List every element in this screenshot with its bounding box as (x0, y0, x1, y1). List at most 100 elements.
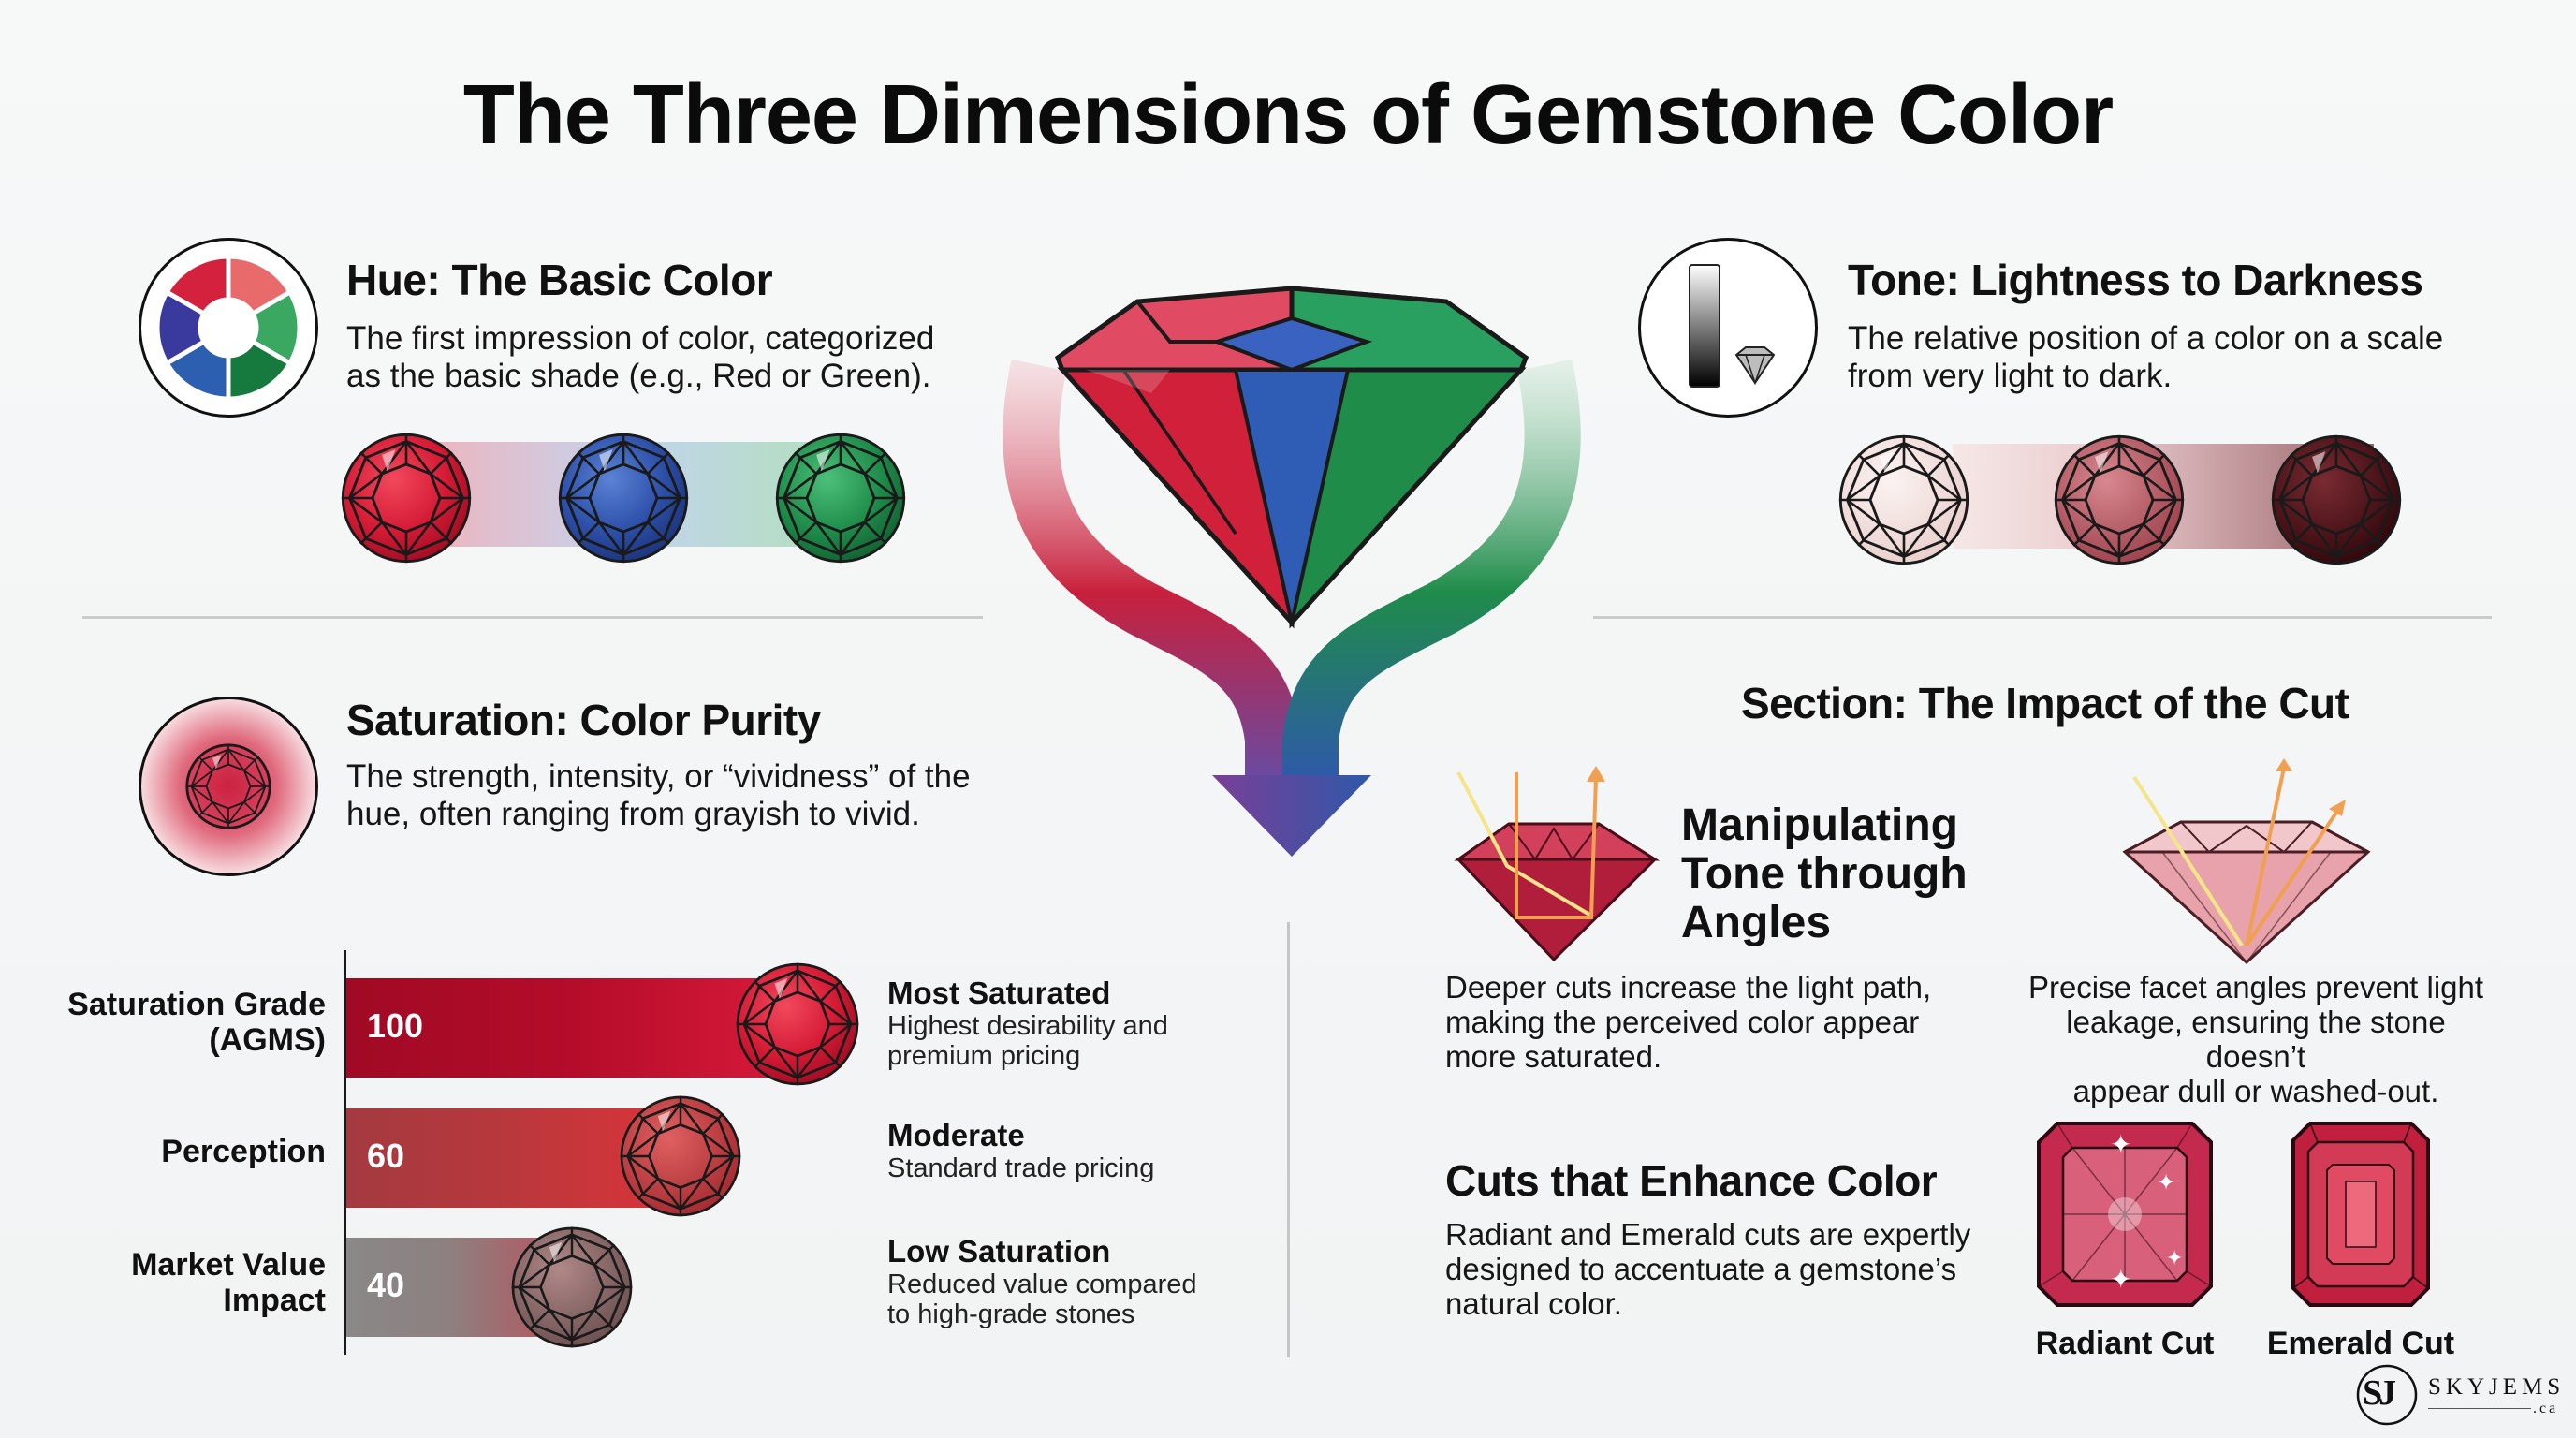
skyjems-logo: SJ SKYJEMS .ca (2349, 1359, 2567, 1432)
tone-icon-frame (1638, 238, 1818, 418)
green-arrow-path (1282, 359, 1581, 777)
emerald-cut-label: Emerald Cut (2266, 1326, 2455, 1361)
medium-tone-gem-icon (2053, 433, 2186, 566)
hue-description-line: The first impression of color, categoriz… (346, 320, 935, 357)
reflected-ray-angled (2245, 808, 2340, 947)
precise-cut-description-line: Precise facet angles prevent light (2027, 970, 2484, 1005)
grade-desc-line: Standard trade pricing (887, 1153, 1155, 1183)
emerald-cut-gem-icon (2291, 1122, 2430, 1307)
hue-icon-frame (139, 238, 318, 418)
bar-label-line: (AGMS) (209, 1022, 326, 1058)
red-arrow-path (1003, 359, 1301, 777)
grade-annotation-low: Low Saturation Reduced value compared to… (887, 1234, 1196, 1329)
angles-heading-line: Angles (1681, 898, 1832, 947)
moderate-saturation-gem-icon (619, 1094, 742, 1218)
bar-value: 60 (367, 1137, 405, 1175)
precise-cut-description-line: appear dull or washed-out. (2072, 1074, 2439, 1108)
low-saturation-gem-icon (510, 1225, 634, 1349)
page-title: The Three Dimensions of Gemstone Color (462, 68, 2114, 162)
cut-section-heading: Section: The Impact of the Cut (1741, 679, 2349, 727)
bar-value: 40 (367, 1266, 405, 1304)
svg-text:✦: ✦ (2157, 1169, 2175, 1196)
tone-heading: Tone: Lightness to Darkness (1848, 256, 2423, 304)
hue-description-line: as the basic shade (e.g., Red or Green). (346, 358, 931, 394)
bar-label-saturation-grade: Saturation Grade (AGMS) (37, 987, 326, 1058)
tone-description-line: from very light to dark. (1848, 358, 2173, 394)
enhance-description-line: designed to accentuate a gemstone’s (1445, 1252, 1957, 1286)
svg-text:✦: ✦ (2110, 1264, 2131, 1295)
left-divider (82, 616, 983, 619)
bar-label-line: Perception (161, 1134, 326, 1169)
angles-heading-line: Tone through (1681, 849, 1968, 899)
center-divider (1287, 922, 1290, 1357)
grade-annotation-moderate: Moderate Standard trade pricing (887, 1118, 1154, 1183)
deep-cut-description-line: more saturated. (1445, 1039, 1662, 1074)
bar-perception (346, 1108, 665, 1208)
svg-text:✦: ✦ (2166, 1247, 2183, 1270)
tone-description: The relative position of a color on a sc… (1848, 320, 2443, 395)
deep-cut-description-line: Deeper cuts increase the light path, (1445, 970, 1932, 1005)
grade-title: Moderate (887, 1118, 1025, 1152)
saturation-description: The strength, intensity, or “vividness” … (346, 758, 971, 833)
bar-saturation-grade (346, 978, 796, 1078)
enhance-description-line: natural color. (1445, 1286, 1622, 1321)
blue-gem-icon (557, 432, 690, 565)
enhance-description: Radiant and Emerald cuts are expertly de… (1445, 1217, 1970, 1321)
hue-heading: Hue: The Basic Color (346, 256, 773, 304)
right-divider (1593, 616, 2492, 619)
saturation-icon-frame (139, 697, 318, 876)
diamond-icon (1734, 346, 1776, 386)
logo-name: SKYJEMS (2428, 1374, 2566, 1400)
grade-annotation-most: Most Saturated Highest desirability and … (887, 976, 1168, 1071)
grade-title: Most Saturated (887, 976, 1111, 1010)
tone-scale-icon (1689, 264, 1776, 388)
deep-cut-description: Deeper cuts increase the light path, mak… (1445, 970, 1931, 1074)
precise-cut-description: Precise facet angles prevent light leaka… (2012, 970, 2499, 1108)
bar-label-market-value: Market Value Impact (37, 1247, 326, 1318)
logo-suffix: .ca (2533, 1401, 2559, 1416)
saturation-heading: Saturation: Color Purity (346, 696, 821, 744)
bar-label-line: Impact (223, 1283, 326, 1318)
logo-monogram: SJ (2363, 1373, 2396, 1413)
tone-description-line: The relative position of a color on a sc… (1848, 320, 2444, 357)
logo-underline (2428, 1408, 2531, 1409)
grade-title: Low Saturation (887, 1234, 1111, 1269)
logo-monogram-icon (2356, 1364, 2418, 1426)
hue-description: The first impression of color, categoriz… (346, 320, 934, 395)
bar-label-line: Market Value (131, 1247, 326, 1283)
angles-heading: Manipulating Tone through Angles (1681, 801, 1968, 947)
high-saturation-gem-icon (735, 961, 860, 1087)
center-gemstone-graphic (1003, 286, 1581, 857)
enhance-description-line: Radiant and Emerald cuts are expertly (1445, 1217, 1971, 1252)
saturation-description-line: The strength, intensity, or “vividness” … (346, 758, 971, 795)
bar-value: 100 (367, 1006, 424, 1045)
precise-cut-description-line: leakage, ensuring the stone doesn’t (2066, 1005, 2446, 1074)
light-tone-gem-icon (1837, 433, 1970, 566)
enhance-heading: Cuts that Enhance Color (1445, 1156, 1938, 1205)
grade-desc-line: Reduced value compared (887, 1269, 1197, 1299)
bar-chart-axis (344, 950, 346, 1355)
down-arrow-head (1212, 775, 1371, 857)
reflected-ray (1515, 772, 1598, 919)
angles-heading-line: Manipulating (1681, 800, 1958, 850)
reflected-ray-up (2245, 767, 2286, 946)
dark-tone-gem-icon (2270, 433, 2403, 566)
radiant-cut-gem-icon: ✦ ✦ ✦ ✦ (2037, 1122, 2213, 1307)
svg-text:✦: ✦ (2110, 1129, 2131, 1160)
bar-label-perception: Perception (37, 1134, 326, 1169)
saturation-gem-icon (184, 742, 272, 830)
color-wheel-icon (154, 254, 302, 402)
deep-cut-diagram (1454, 766, 1661, 962)
precise-cut-diagram (2122, 758, 2371, 965)
grade-desc-line: to high-grade stones (887, 1299, 1135, 1329)
saturation-description-line: hue, often ranging from grayish to vivid… (346, 796, 920, 832)
red-gem-icon (340, 432, 473, 565)
deep-cut-description-line: making the perceived color appear (1445, 1005, 1920, 1039)
grade-desc-line: Highest desirability and (887, 1011, 1168, 1041)
light-ray (1456, 771, 1593, 917)
light-ray (2132, 775, 2244, 947)
green-gem-icon (774, 432, 907, 565)
radiant-cut-label: Radiant Cut (2035, 1326, 2215, 1361)
bar-label-line: Saturation Grade (67, 987, 326, 1022)
grade-desc-line: premium pricing (887, 1041, 1081, 1071)
